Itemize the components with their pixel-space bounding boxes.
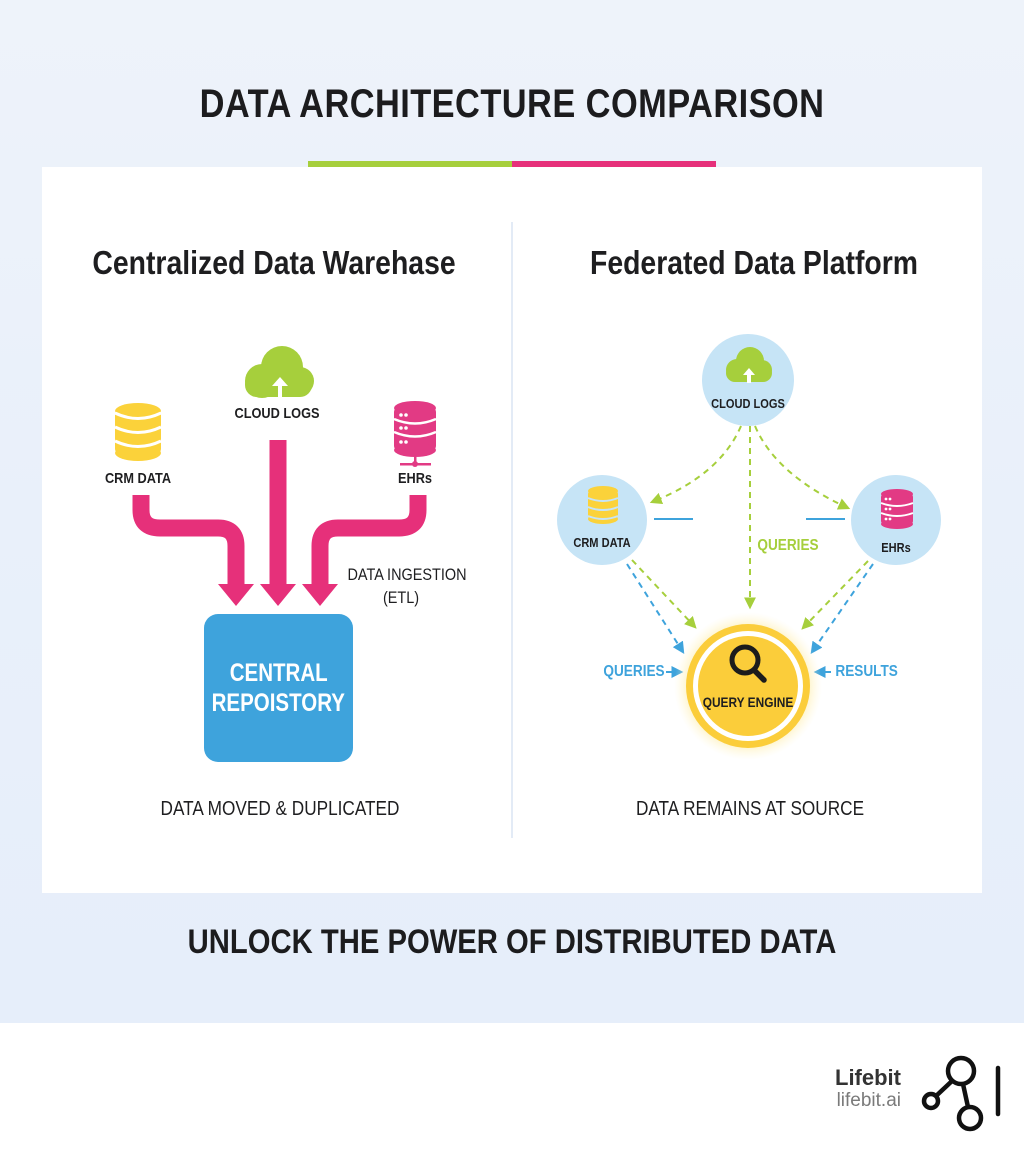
queries-center-label: QUERIES	[757, 537, 819, 554]
left-panel-title: Centralized Data Warehase	[92, 244, 456, 281]
queries-left-label: QUERIES	[603, 663, 665, 680]
tagline: UNLOCK THE POWER OF DISTRIBUTED DATA	[187, 923, 837, 961]
accent-bar	[308, 161, 716, 167]
results-right-label: RESULTS	[835, 663, 898, 680]
ehrs-label: EHRs	[397, 470, 432, 487]
query-engine-label: QUERY ENGINE	[702, 694, 794, 710]
crm-data-node-label: CRM DATA	[573, 535, 631, 550]
cloud-logs-node-label: CLOUD LOGS	[711, 396, 785, 411]
panel-divider	[511, 222, 513, 838]
etl-label-line1: DATA INGESTION	[347, 565, 467, 584]
cloud-logs-label: CLOUD LOGS	[234, 405, 320, 422]
etl-label-line2: (ETL)	[382, 588, 420, 607]
brand-url[interactable]: lifebit.ai	[836, 1090, 901, 1111]
right-caption: DATA REMAINS AT SOURCE	[635, 798, 865, 820]
repository-line2: REPOISTORY	[211, 689, 346, 717]
accent-bar-green	[308, 161, 512, 167]
crm-data-label: CRM DATA	[104, 470, 172, 487]
brand-block: Lifebit lifebit.ai	[835, 1066, 901, 1112]
brand-name: Lifebit	[835, 1065, 901, 1090]
accent-bar-pink	[512, 161, 716, 167]
ehrs-node-label: EHRs	[881, 540, 911, 555]
right-panel-title: Federated Data Platform	[589, 244, 919, 281]
page-title: DATA ARCHITECTURE COMPARISON	[199, 82, 825, 126]
lifebit-logo-icon	[921, 1055, 1001, 1132]
repository-line1: CENTRAL	[229, 659, 328, 687]
central-repository: CENTRAL REPOISTORY	[204, 614, 353, 762]
left-caption: DATA MOVED & DUPLICATED	[160, 798, 400, 820]
